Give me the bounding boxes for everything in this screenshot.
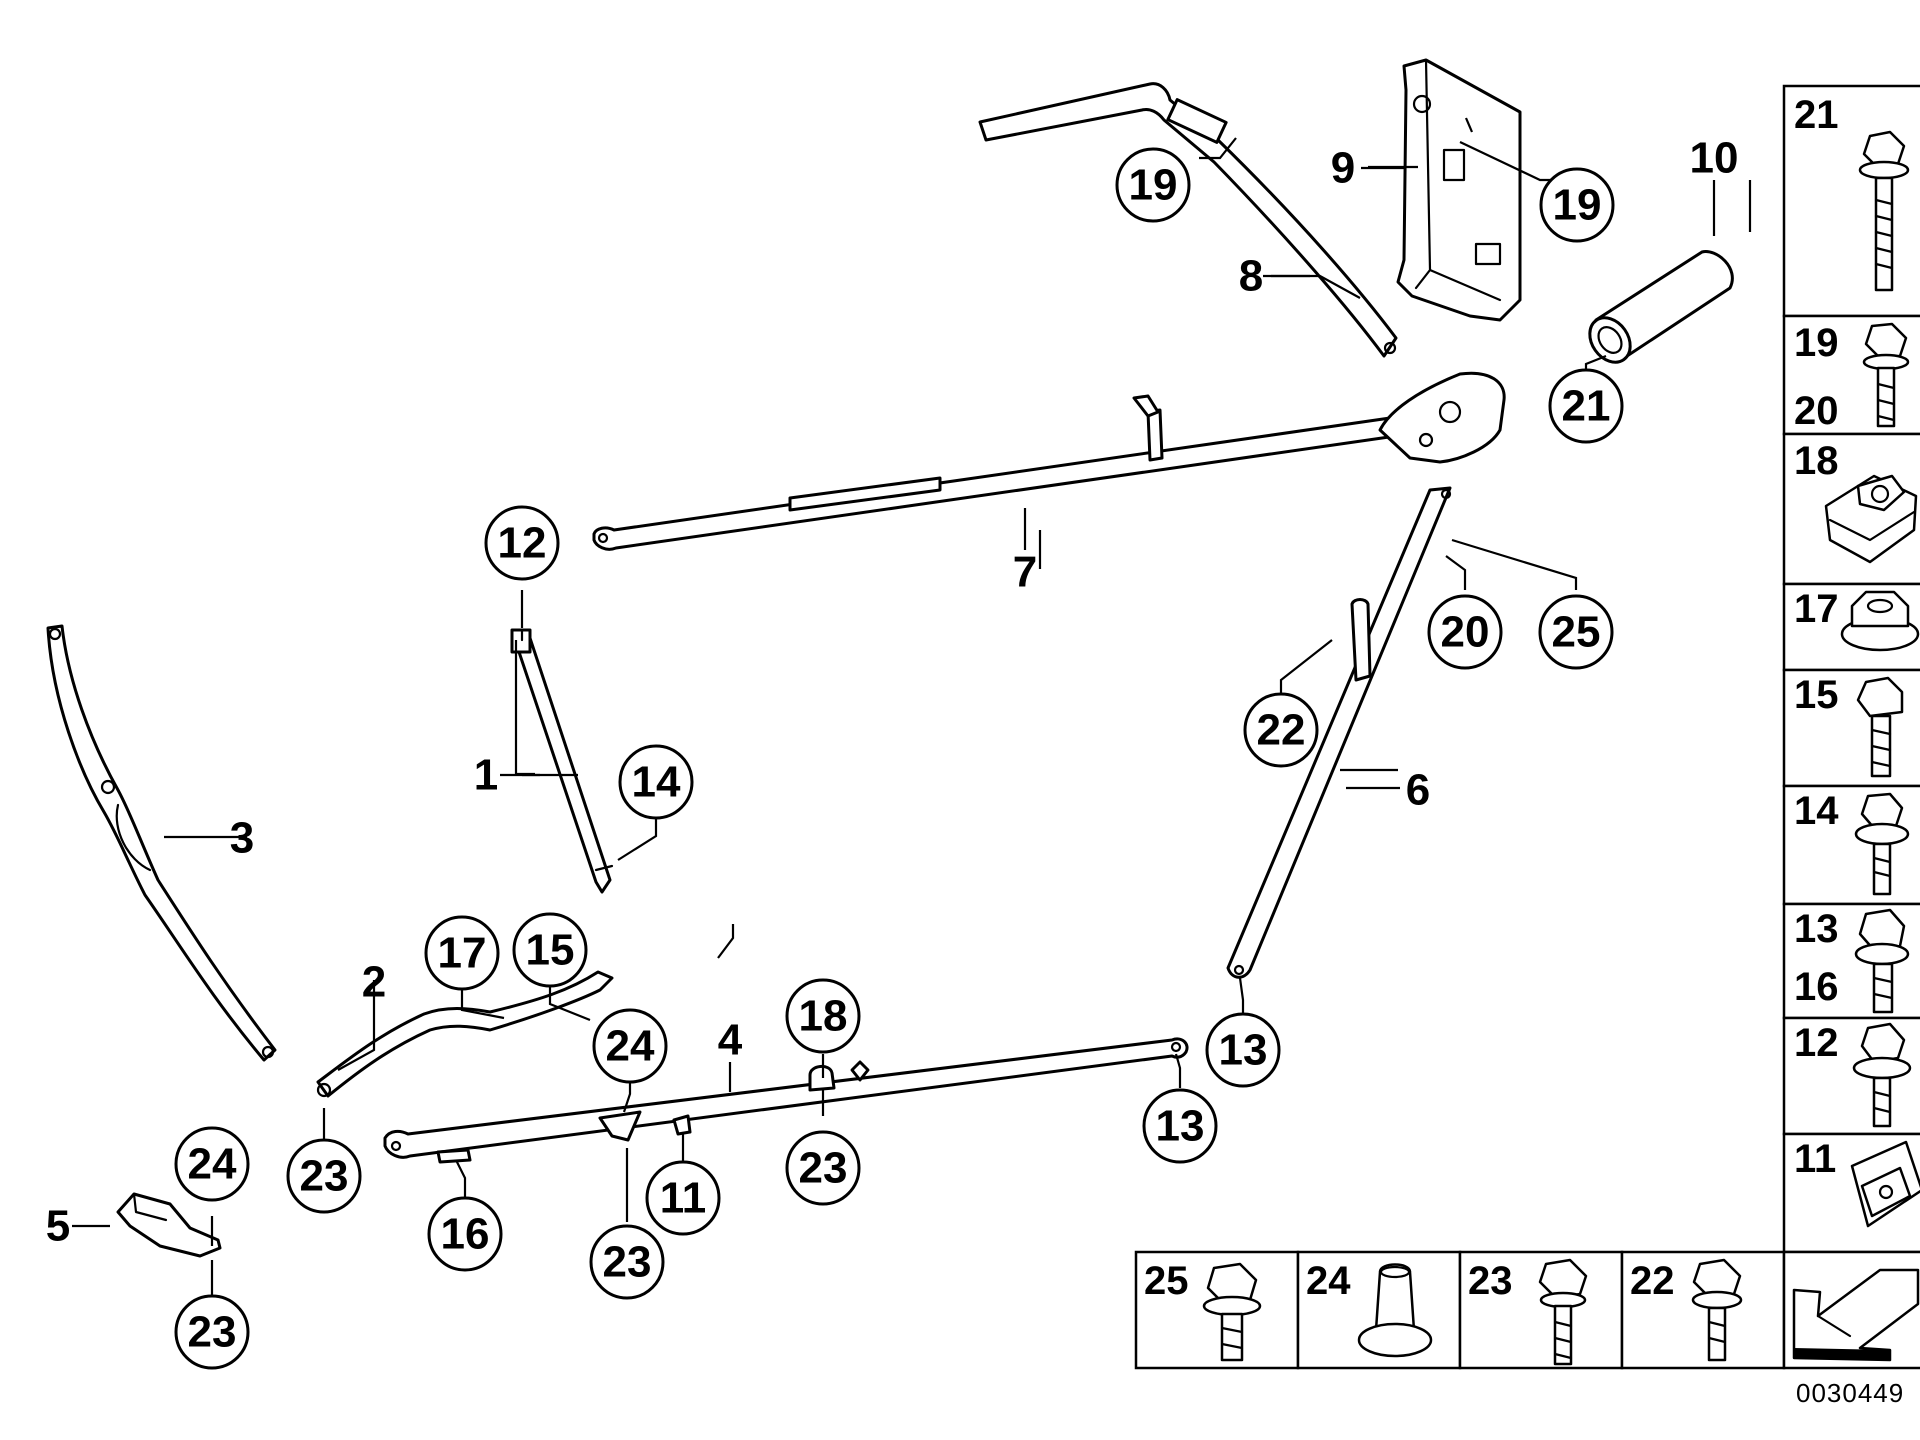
hex-bolt-icon xyxy=(1856,676,1904,778)
callout-12: 12 xyxy=(484,505,560,581)
plain-label-leaders xyxy=(72,166,1716,1228)
part-3-curved-strut xyxy=(46,624,277,1062)
label-part-10: 10 xyxy=(1690,134,1739,183)
legend-12: 12 xyxy=(1794,1021,1839,1065)
plain-labels: 1 2 3 4 5 6 7 8 9 10 xyxy=(46,134,1739,1251)
part-8-bent-bar xyxy=(978,82,1398,358)
washer-bolt-icon xyxy=(1854,792,1910,896)
legend-14: 14 xyxy=(1794,789,1839,833)
svg-text:11: 11 xyxy=(660,1174,707,1223)
legend-13: 13 xyxy=(1794,907,1839,951)
long-flange-bolt-icon xyxy=(1858,130,1910,292)
legend-11: 11 xyxy=(1794,1137,1836,1181)
hex-flange-bolt-icon xyxy=(1691,1258,1743,1362)
legend-15: 15 xyxy=(1794,673,1839,717)
callout-15: 15 xyxy=(512,912,588,988)
clip-nut-icon xyxy=(1850,1140,1920,1228)
long-hex-bolt-icon xyxy=(1538,1258,1588,1366)
direction-arrow-icon xyxy=(1792,1268,1920,1362)
cage-nut-icon xyxy=(1824,474,1918,564)
legend-right-column: 21 19 20 18 17 15 14 13 16 12 11 xyxy=(1782,84,1920,1254)
legend-20: 20 xyxy=(1794,389,1839,433)
legend-21: 21 xyxy=(1794,93,1839,137)
part-6-diagonal-strut xyxy=(1226,486,1452,979)
callout-14: 14 xyxy=(618,744,694,820)
svg-text:19: 19 xyxy=(1129,161,1178,210)
legend-17: 17 xyxy=(1794,587,1839,631)
svg-text:23: 23 xyxy=(188,1308,237,1357)
svg-text:23: 23 xyxy=(603,1238,652,1287)
part-7-upper-strut xyxy=(592,371,1506,551)
svg-text:13: 13 xyxy=(1156,1102,1205,1151)
svg-text:16: 16 xyxy=(441,1210,490,1259)
part-5-small-bracket xyxy=(116,1192,222,1258)
svg-text:12: 12 xyxy=(498,519,547,568)
rivet-nut-icon xyxy=(1357,1263,1433,1358)
callout-19: 19 xyxy=(1115,147,1191,223)
svg-text:17: 17 xyxy=(438,929,487,978)
callout-17: 17 xyxy=(424,915,500,991)
callout-19: 19 xyxy=(1539,167,1615,243)
callout-23: 23 xyxy=(785,1130,861,1206)
callout-20: 20 xyxy=(1427,594,1503,670)
callout-13: 13 xyxy=(1142,1088,1218,1164)
callout-21: 21 xyxy=(1548,368,1624,444)
label-part-7: 7 xyxy=(1013,548,1037,597)
hex-flange-bolt-icon xyxy=(1202,1262,1262,1362)
label-part-6: 6 xyxy=(1406,766,1430,815)
svg-text:15: 15 xyxy=(526,926,575,975)
washer-bolt-icon xyxy=(1854,908,1910,1014)
svg-text:14: 14 xyxy=(632,758,681,807)
svg-text:21: 21 xyxy=(1562,382,1611,431)
part-10-sleeve xyxy=(1588,250,1734,364)
callout-23: 23 xyxy=(174,1294,250,1370)
callout-23: 23 xyxy=(286,1138,362,1214)
legend-25: 25 xyxy=(1144,1259,1189,1303)
flange-nut-icon xyxy=(1840,590,1920,652)
part-2-bracket xyxy=(316,970,614,1098)
callout-18: 18 xyxy=(785,978,861,1054)
svg-text:24: 24 xyxy=(606,1022,655,1071)
svg-text:24: 24 xyxy=(188,1140,237,1189)
callout-22: 22 xyxy=(1243,692,1319,768)
legend-bottom-row: 25 24 23 22 xyxy=(1134,1250,1920,1370)
svg-text:23: 23 xyxy=(300,1152,349,1201)
callout-11: 11 xyxy=(645,1160,721,1236)
label-part-5: 5 xyxy=(46,1202,70,1251)
label-part-4: 4 xyxy=(718,1016,743,1065)
legend-22: 22 xyxy=(1630,1259,1675,1303)
reference-code: 0030449 xyxy=(1796,1378,1904,1408)
svg-text:18: 18 xyxy=(799,992,848,1041)
label-part-2: 2 xyxy=(362,958,386,1007)
legend-19: 19 xyxy=(1794,321,1839,365)
svg-text:20: 20 xyxy=(1441,608,1490,657)
callout-25: 25 xyxy=(1538,594,1614,670)
callout-13: 13 xyxy=(1205,1012,1281,1088)
callout-16: 16 xyxy=(427,1196,503,1272)
svg-text:13: 13 xyxy=(1219,1026,1268,1075)
callout-24: 24 xyxy=(174,1126,250,1202)
label-part-8: 8 xyxy=(1239,252,1263,301)
callout-23: 23 xyxy=(589,1224,665,1300)
svg-text:22: 22 xyxy=(1257,706,1306,755)
part-4-lower-bar xyxy=(383,1037,1189,1164)
legend-23: 23 xyxy=(1468,1259,1513,1303)
callout-24: 24 xyxy=(592,1008,668,1084)
hex-flange-bolt-icon xyxy=(1862,322,1910,428)
label-part-1: 1 xyxy=(474,751,498,800)
part-1-strut xyxy=(510,628,614,894)
part-9-box-bracket xyxy=(1396,58,1522,322)
legend-18: 18 xyxy=(1794,439,1839,483)
label-part-9: 9 xyxy=(1331,144,1355,193)
svg-text:23: 23 xyxy=(799,1144,848,1193)
svg-text:25: 25 xyxy=(1552,608,1601,657)
label-part-3: 3 xyxy=(230,814,254,863)
svg-text:19: 19 xyxy=(1553,181,1602,230)
legend-16: 16 xyxy=(1794,965,1839,1009)
legend-24: 24 xyxy=(1306,1259,1351,1303)
torx-washer-bolt-icon xyxy=(1852,1022,1912,1128)
